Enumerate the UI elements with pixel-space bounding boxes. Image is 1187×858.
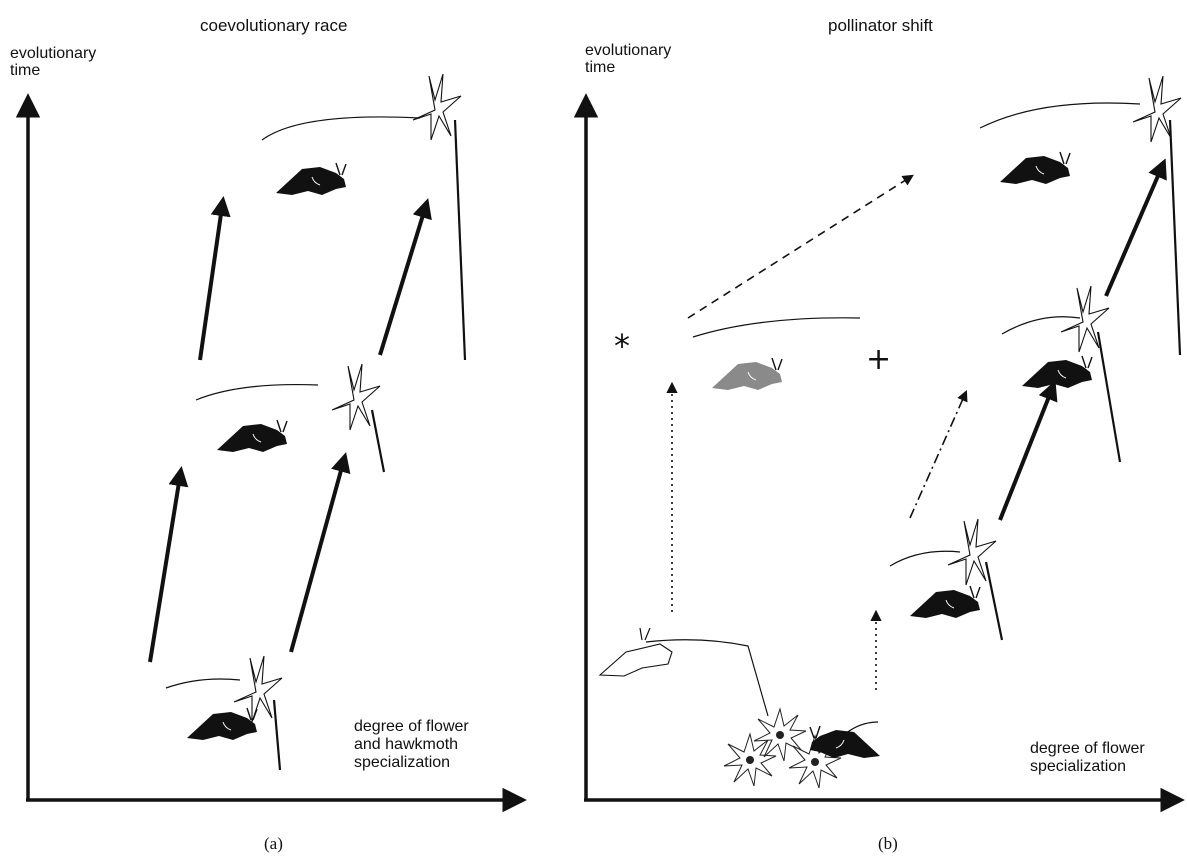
- panel-a-y-axis-label-line2: time: [10, 62, 40, 79]
- panel-a-x-axis-label-line1: degree of flower: [354, 718, 469, 735]
- panel-a-flowers: [234, 74, 465, 770]
- panel-a-title: coevolutionary race: [200, 16, 347, 36]
- pale-moth-icon: [600, 628, 768, 716]
- panel-b-y-axis-label-line1: evolutionary: [585, 42, 671, 59]
- orchid-flower-icon: [948, 76, 1181, 640]
- plus-marker: +: [866, 344, 891, 376]
- panel-a-x-axis-label-line3: specialization: [354, 754, 450, 771]
- asterisk-marker: *: [614, 330, 630, 362]
- panel-a-caption: (a): [264, 834, 283, 854]
- panel-b-title: pollinator shift: [828, 16, 933, 36]
- panel-b-caption: (b): [878, 834, 898, 854]
- panel-a-x-axis-label-line2: and hawkmoth: [354, 736, 458, 753]
- panel-a-y-axis-label-line1: evolutionary: [10, 45, 96, 62]
- panel-b: [584, 76, 1181, 800]
- panel-a: [26, 74, 522, 800]
- panel-b-y-axis-label-line2: time: [585, 59, 615, 76]
- grey-moth: [693, 318, 860, 390]
- panel-b-x-axis-label-line2: specialization: [1030, 758, 1126, 775]
- panel-b-x-axis-label-line1: degree of flower: [1030, 740, 1145, 757]
- panel-a-arrows: [150, 200, 427, 662]
